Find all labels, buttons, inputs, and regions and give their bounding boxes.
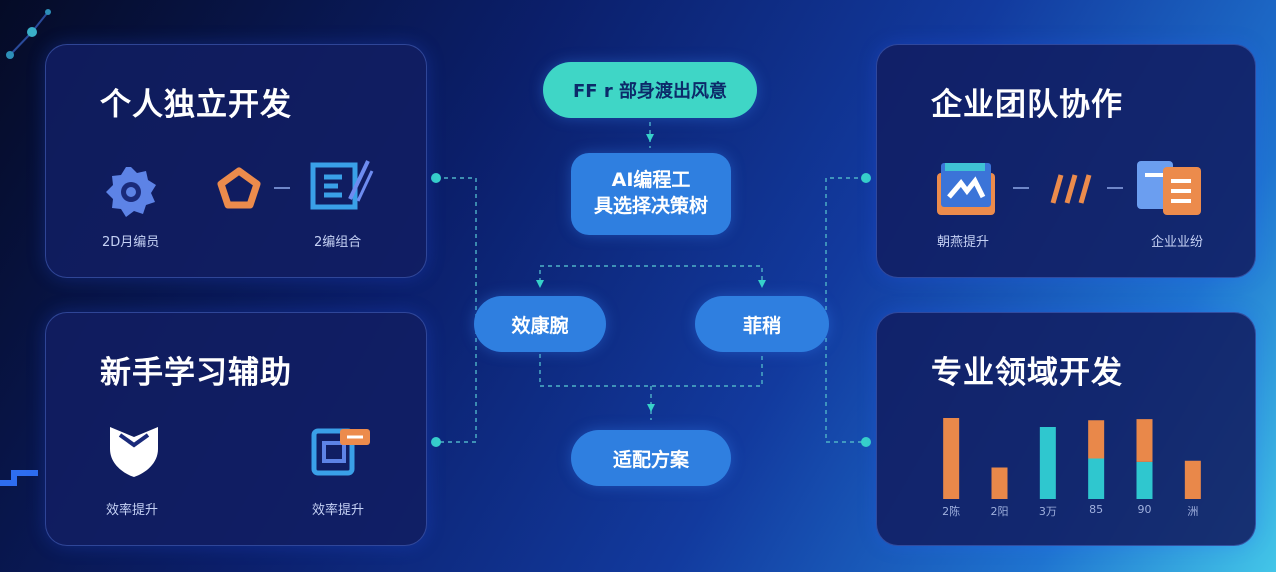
- pill-center-line2: 具选择决策树: [593, 195, 708, 217]
- card-title: 个人独立开发: [100, 87, 292, 123]
- bar-5-s0: [1184, 460, 1201, 499]
- pill-center-line1: AI编程工: [611, 169, 691, 192]
- pentagon-icon: [216, 167, 262, 215]
- decor-network: [6, 9, 51, 59]
- connector-dash: [274, 187, 290, 189]
- heart-shield-icon: [106, 421, 162, 483]
- card-beginner-learning: 新手学习辅助 效率提升 效率提升: [45, 312, 427, 546]
- pill-center-decision-tree: AI编程工 具选择决策树: [571, 153, 731, 235]
- bar-3-s1: [1088, 458, 1105, 499]
- caption-right: 2编组合: [314, 235, 362, 250]
- gear-icon: [102, 163, 160, 225]
- card-title: 企业团队协作: [931, 87, 1123, 123]
- caption-left: 2D月编员: [102, 235, 160, 250]
- decor-pipe: [0, 470, 38, 486]
- card-enterprise-team: 企业团队协作 朝燕提升 企业业纷: [876, 44, 1256, 278]
- bar-2-s1: [1039, 427, 1056, 499]
- bar-tick-label: 90: [1137, 503, 1152, 516]
- domain-bar-chart: [943, 418, 1201, 499]
- bar-tick-label: 85: [1089, 503, 1104, 516]
- window-edit-icon: [310, 423, 372, 483]
- connector-dash: [1107, 187, 1123, 189]
- bar-tick-label: 洲: [1187, 505, 1199, 518]
- card-domain-dev: 专业领域开发 2陈 2阳 3万 85 90 洲: [876, 312, 1256, 546]
- card-title: 专业领域开发: [931, 355, 1123, 391]
- code-edit-icon: [310, 155, 376, 217]
- pill-top: FF r 部身渡出风意: [543, 62, 757, 118]
- bar-tick-label: 2陈: [942, 505, 961, 518]
- slash-icon: [1043, 173, 1095, 209]
- caption-left: 效率提升: [106, 503, 159, 518]
- document-stack-icon: [1135, 157, 1207, 221]
- pill-right: 菲稍: [695, 296, 829, 352]
- bar-tick-label: 3万: [1038, 505, 1057, 518]
- card-personal-dev: 个人独立开发 2D月编员 2编组合: [45, 44, 427, 278]
- bar-tick-label: 2阳: [990, 505, 1009, 518]
- card-title: 新手学习辅助: [100, 355, 292, 391]
- bar-4-s1: [1136, 461, 1153, 499]
- bar-1-s0: [991, 467, 1008, 499]
- bar-4-s2: [1136, 419, 1153, 462]
- caption-left: 朝燕提升: [937, 235, 990, 250]
- bar-3-s2: [1088, 420, 1105, 459]
- caption-right: 企业业纷: [1151, 235, 1204, 250]
- bar-0-s0: [943, 418, 960, 499]
- laptop-icon: [935, 161, 997, 221]
- connector-dash: [1013, 187, 1029, 189]
- pill-left: 效康腕: [474, 296, 606, 352]
- pill-bottom: 适配方案: [571, 430, 731, 486]
- caption-right: 效率提升: [312, 503, 365, 518]
